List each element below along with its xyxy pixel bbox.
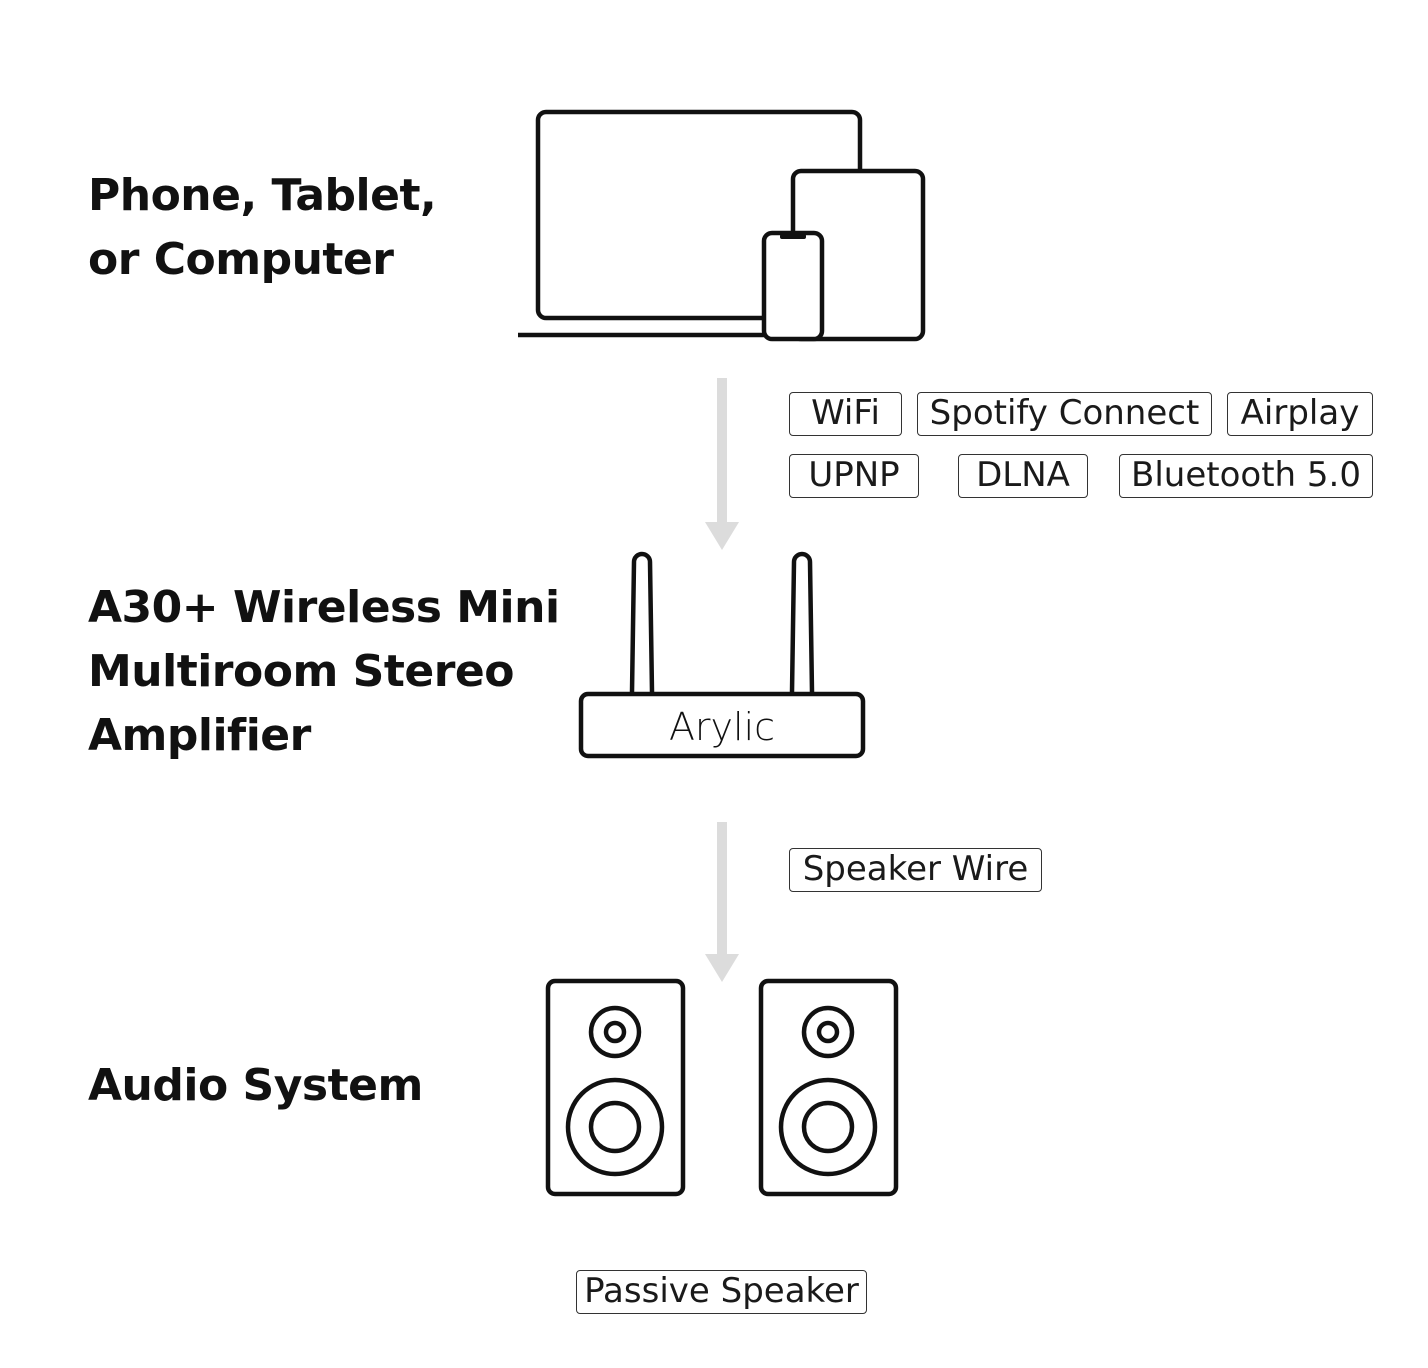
connection-tag-speaker-wire: Speaker Wire — [789, 848, 1042, 892]
protocol-tag-airplay: Airplay — [1227, 392, 1373, 436]
amplifier-label: A30+ Wireless Mini Multiroom Stereo Ampl… — [88, 576, 560, 768]
protocol-tag-wifi: WiFi — [789, 392, 902, 436]
devices-icon — [518, 109, 926, 342]
audio-system-label: Audio System — [88, 1054, 423, 1118]
speaker-type-tag: Passive Speaker — [576, 1270, 867, 1314]
protocol-tag-spotify-connect: Spotify Connect — [917, 392, 1212, 436]
amplifier-brand-text: Arylic — [669, 705, 775, 749]
amplifier-label-line-3: Amplifier — [88, 710, 311, 761]
protocol-tag-dlna: DLNA — [958, 454, 1088, 498]
protocol-tag-bluetooth: Bluetooth 5.0 — [1119, 454, 1373, 498]
speaker-icon — [545, 978, 686, 1197]
source-label-line-2: or Computer — [88, 234, 394, 285]
audio-system-label-line-1: Audio System — [88, 1060, 423, 1111]
source-devices-label: Phone, Tablet, or Computer — [88, 164, 437, 292]
phone-icon — [761, 230, 825, 342]
amplifier-label-line-1: A30+ Wireless Mini — [88, 582, 560, 633]
arrow-down-icon — [705, 378, 739, 550]
amplifier-label-line-2: Multiroom Stereo — [88, 646, 514, 697]
protocol-tag-upnp: UPNP — [789, 454, 919, 498]
amplifier-icon: Arylic — [578, 551, 866, 759]
source-label-line-1: Phone, Tablet, — [88, 170, 437, 221]
arrow-down-icon — [705, 822, 739, 982]
laptop-icon — [518, 109, 863, 338]
speaker-icon — [758, 978, 899, 1197]
